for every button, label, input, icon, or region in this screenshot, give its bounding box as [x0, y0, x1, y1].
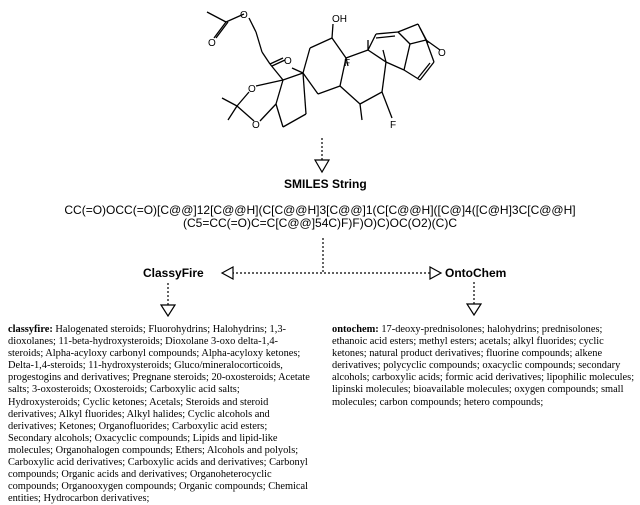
- svg-text:OH: OH: [332, 14, 347, 25]
- svg-text:O: O: [208, 38, 216, 49]
- ontochem-lead: ontochem:: [332, 324, 379, 335]
- smiles-string: CC(=O)OCC(=O)[C@@]12[C@@H](C[C@@H]3[C@@]…: [40, 204, 600, 230]
- classyfire-text: Halogenated steroids; Fluorohydrins; Hal…: [8, 324, 310, 505]
- classyfire-lead: classyfire:: [8, 324, 53, 335]
- smiles-heading: SMILES String: [284, 177, 367, 191]
- ontochem-text: 17-deoxy-prednisolones; halohydrins; pre…: [332, 324, 635, 408]
- smiles-line-2: (C5=CC(=O)C=C[C@@]54C)F)F)O)C)OC(O2)(C)C: [182, 216, 458, 230]
- svg-text:O: O: [248, 84, 256, 95]
- ontochem-heading: OntoChem: [445, 266, 507, 280]
- svg-text:F: F: [344, 58, 350, 69]
- arrowhead-to-ontochem: [429, 265, 443, 281]
- smiles-line-1: CC(=O)OCC(=O)[C@@]12[C@@H](C[C@@H]3[C@@]…: [64, 203, 576, 217]
- arrowhead-to-classyfire: [220, 265, 234, 281]
- classyfire-description: classyfire: Halogenated steroids; Fluoro…: [8, 324, 310, 505]
- arrowhead-to-classyfire-text: [159, 304, 177, 318]
- arrowhead-to-smiles: [313, 159, 331, 174]
- arrowhead-to-ontochem-text: [465, 303, 483, 317]
- ontochem-description: ontochem: 17-deoxy-prednisolones; halohy…: [332, 324, 636, 409]
- svg-text:F: F: [390, 120, 396, 131]
- classyfire-heading: ClassyFire: [143, 266, 204, 280]
- svg-text:O: O: [284, 56, 292, 67]
- svg-text:O: O: [438, 48, 446, 59]
- svg-text:O: O: [252, 120, 260, 131]
- molecule-structure: O O O O O OH F F O: [206, 10, 446, 131]
- svg-text:O: O: [240, 10, 248, 21]
